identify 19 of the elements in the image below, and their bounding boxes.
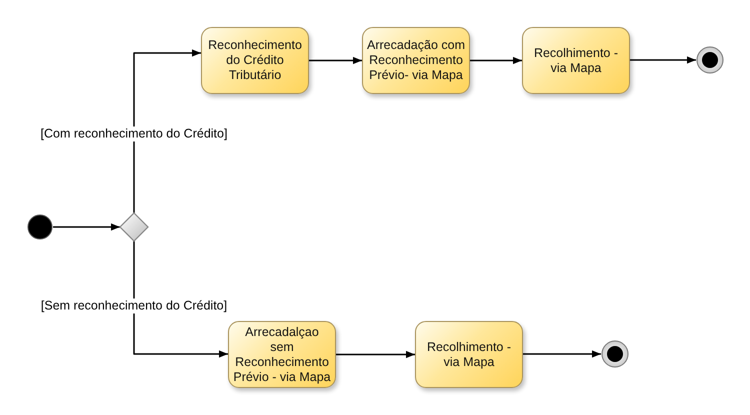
action-box: Arrecadação com Reconhecimento Prévio- via Mapa [362, 27, 470, 94]
action-box: Arrecadalçao sem Reconhecimento Prévio - via Mapa [228, 321, 336, 388]
arrow [53, 223, 120, 231]
edge-label: [Sem reconhecimento do Crédito] [40, 298, 228, 314]
arrow [470, 56, 522, 64]
edge-label: [Com reconhecimento do Crédito] [40, 126, 228, 142]
arrow [309, 56, 362, 64]
final-node [696, 46, 724, 74]
arrow [523, 350, 601, 358]
action-box: Recolhimento - via Mapa [415, 321, 523, 388]
arrow [336, 350, 415, 358]
arrow [133, 49, 201, 213]
initial-node [27, 214, 53, 240]
action-box: Recolhimento - via Mapa [522, 27, 630, 94]
decision-diamond [120, 213, 148, 241]
final-node [601, 340, 629, 368]
arrow [630, 56, 696, 64]
action-box: Reconhecimento do Crédito Tributário [201, 27, 309, 94]
arrow [133, 241, 228, 358]
